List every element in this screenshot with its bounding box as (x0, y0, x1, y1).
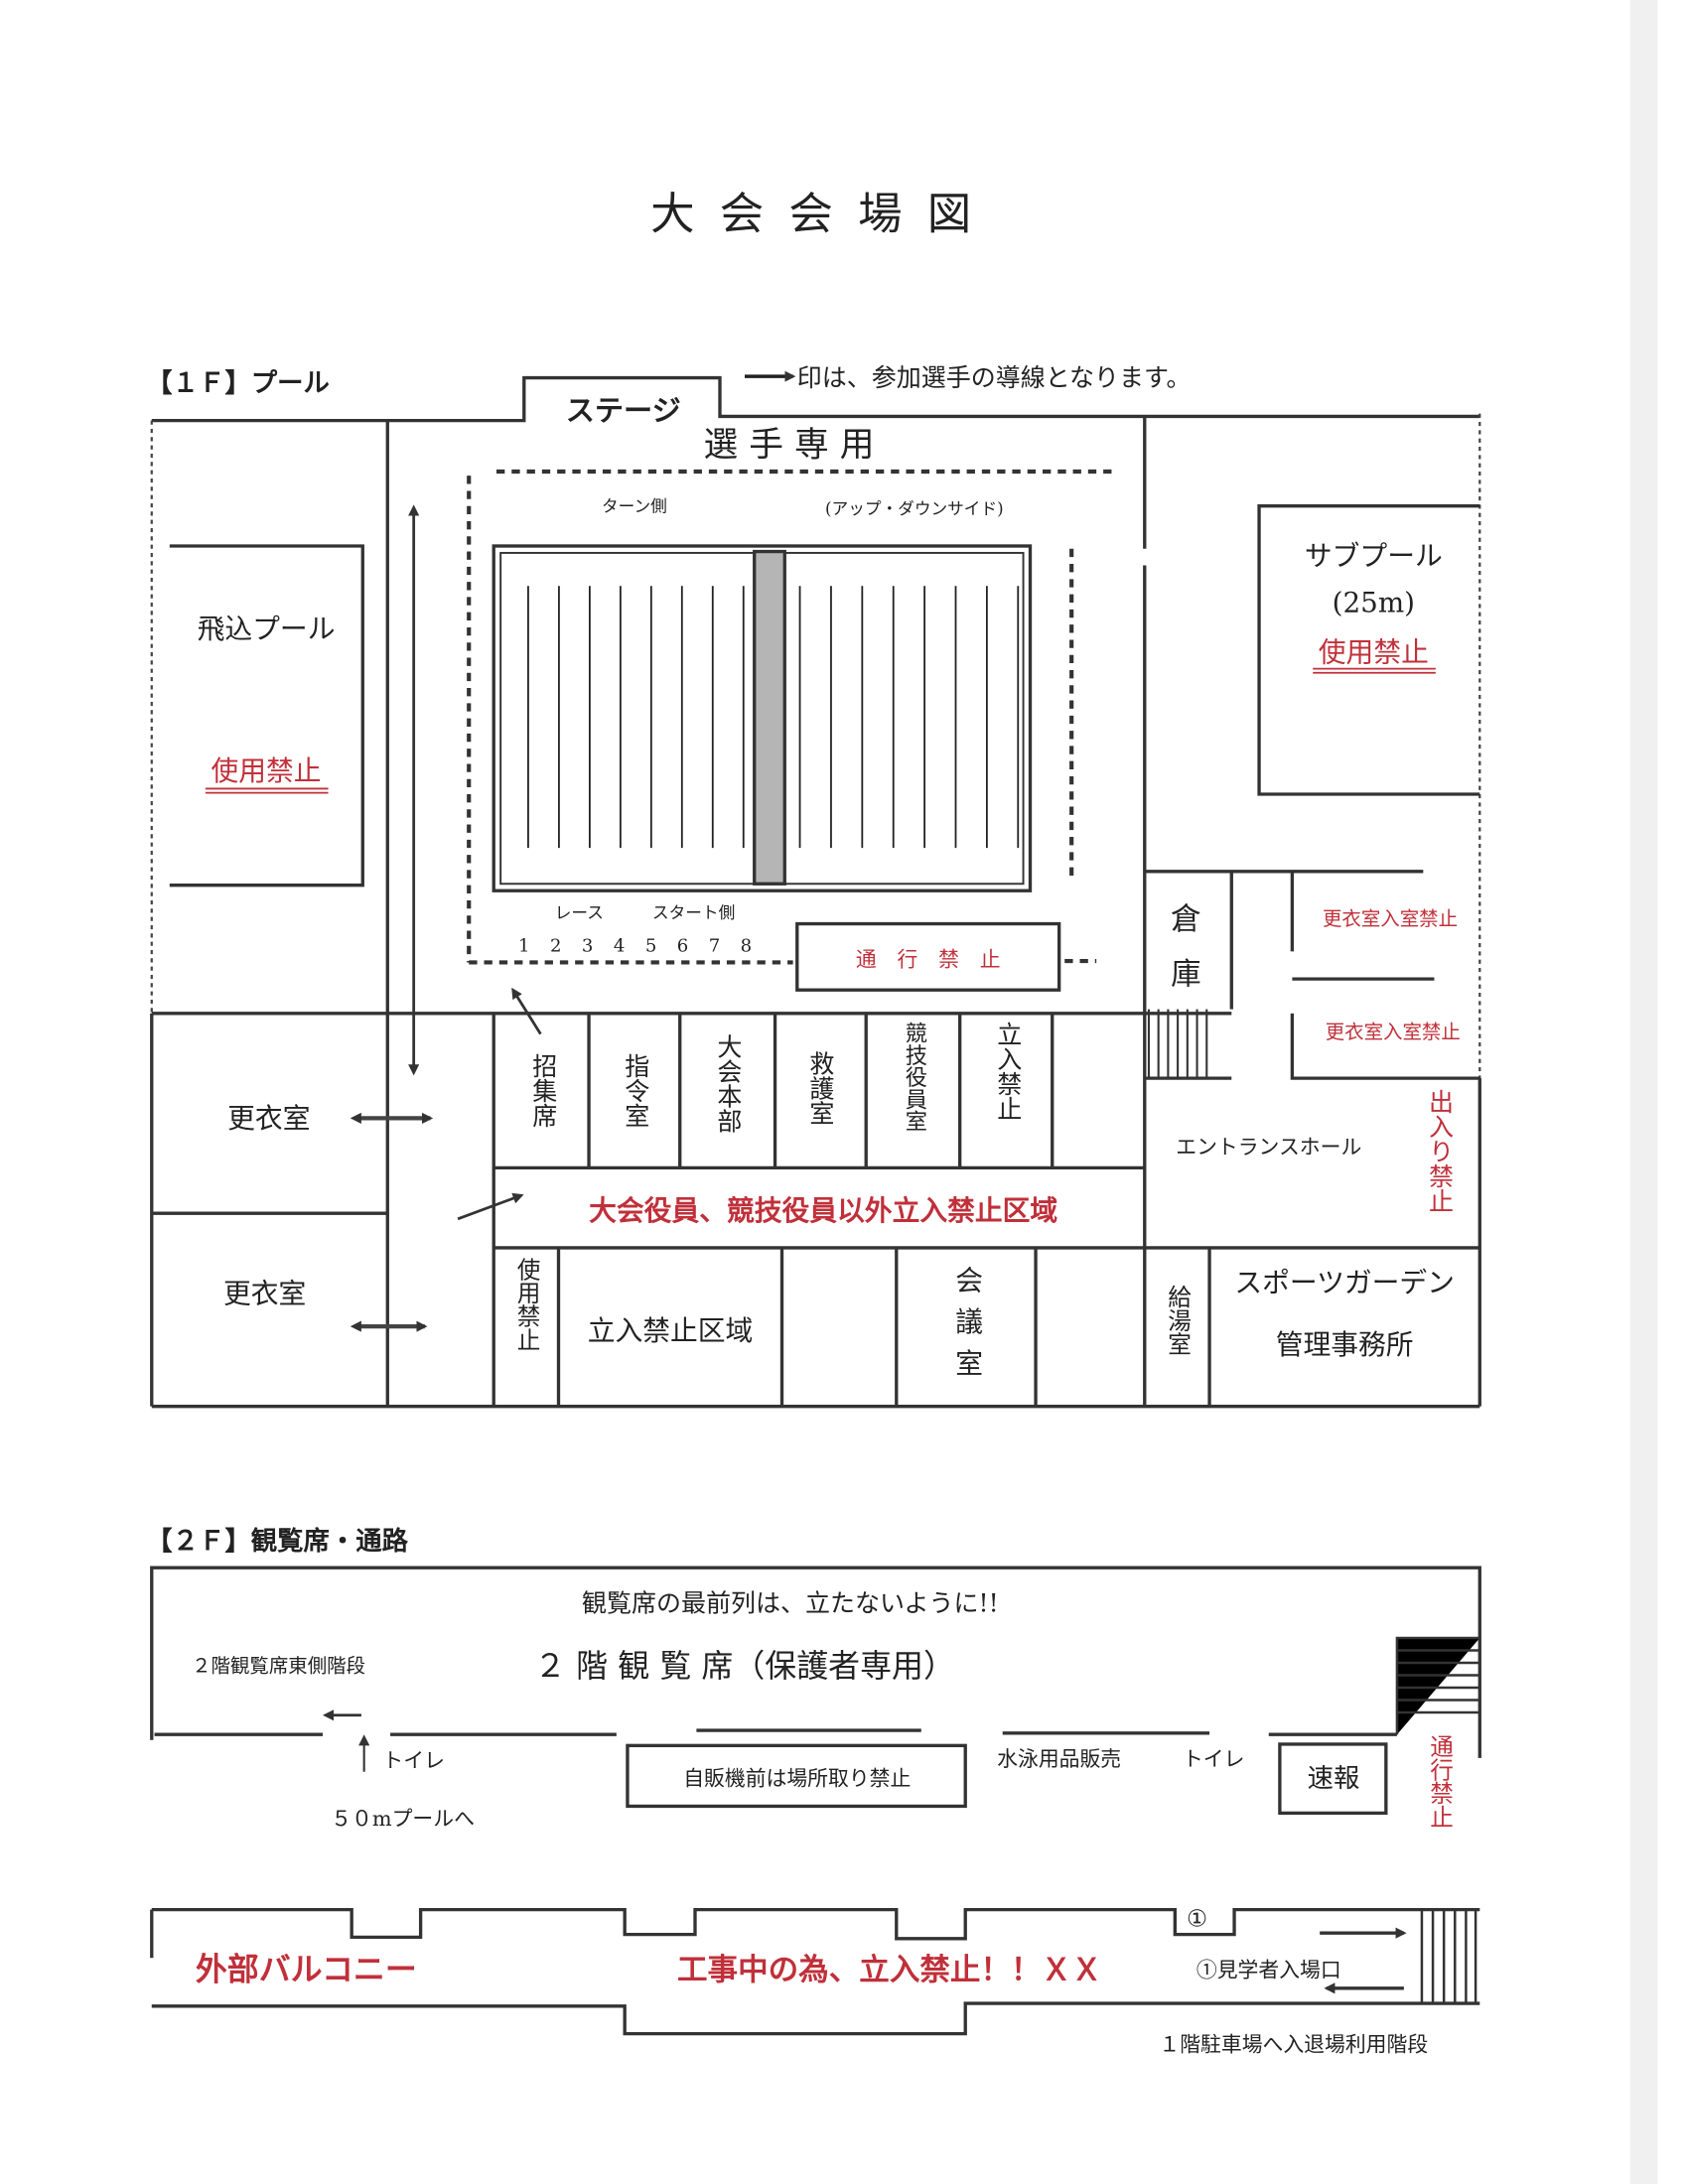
gallery-label: ２ 階 観 覧 席（保護者専用） (534, 1647, 955, 1685)
admin-office-label: 管理事務所 (1276, 1328, 1414, 1361)
locker-no-entry-label: 更衣室入室禁止 (1323, 907, 1458, 930)
entrance-no-entry: 出入り禁止 (1426, 1089, 1455, 1213)
floor1-plan: 【１Ｆ】プール 印は、参加選手の導線となります。 ステージ 飛込プール 使用禁止… (146, 363, 1481, 1409)
room-command: 指令室 (622, 1053, 650, 1128)
lane-number: 5 (645, 935, 656, 956)
locker-room-label: 更衣室 (227, 1102, 310, 1135)
storage-label: 庫 (1171, 958, 1201, 993)
floor1-label: 【１Ｆ】プール (146, 368, 330, 398)
stairs-icon (1395, 1636, 1480, 1735)
floor2-label: 【２Ｆ】観覧席・通路 (146, 1526, 408, 1557)
route-legend: 印は、参加選手の導線となります。 (797, 363, 1192, 392)
diving-pool (169, 544, 364, 887)
room-restricted-area: 立入禁止区域 (588, 1314, 754, 1347)
entrance-hall-label: エントランスホール (1176, 1136, 1361, 1160)
lane-number: 8 (741, 935, 752, 956)
sub-pool (1257, 504, 1480, 796)
lane-number: 6 (677, 935, 688, 956)
room-call-area: 招集席 (529, 1053, 558, 1128)
race-label: レース (555, 903, 604, 922)
lane-numbers: 1 2 3 4 5 6 7 8 (518, 935, 752, 956)
no-passage-label: 通 行 禁 止 (856, 948, 1001, 972)
visitor-entrance-label: ①見学者入場口 (1196, 1959, 1341, 1982)
room-unusable: 使用禁止 (513, 1257, 541, 1351)
sports-garden-label: スポーツガーデン (1234, 1266, 1455, 1298)
room-restricted: 立入禁止 (994, 1022, 1023, 1121)
floor2-plan: 【２Ｆ】観覧席・通路 観覧席の最前列は、立たないように!! ２階観覧席東側階段 … (146, 1526, 1481, 2057)
diving-pool-label: 飛込プール (198, 613, 336, 645)
vending-area (626, 1743, 967, 1809)
page-edge (1629, 0, 1658, 2184)
lane-number: 7 (709, 935, 720, 956)
pool-bulkhead (753, 549, 786, 886)
entrance-marker: ① (1187, 1904, 1207, 1932)
lane-number: 2 (550, 935, 561, 956)
lane-number: 3 (582, 935, 593, 956)
construction-notice: 工事中の為、立入禁止！！ＸＸ (677, 1953, 1102, 1987)
turn-side-label: ターン側 (602, 496, 667, 515)
lane-number: 4 (614, 935, 625, 956)
sub-pool-size: (25m) (1333, 587, 1415, 619)
sub-pool-status: 使用禁止 (1319, 636, 1429, 669)
room-kitchen: 給湯室 (1164, 1285, 1192, 1355)
balcony-inner-wall (151, 1907, 1480, 1941)
restricted-area-notice: 大会役員、競技役員以外立入禁止区域 (589, 1194, 1057, 1227)
toilet-label: トイレ (382, 1749, 444, 1773)
page-title: 大 会 会 場 図 (650, 190, 977, 240)
lane-number: 1 (518, 935, 529, 956)
room-first-aid: 救護室 (806, 1050, 835, 1125)
no-passage-box (795, 921, 1061, 992)
to-50m-pool-label: ５０mプールへ (331, 1807, 475, 1831)
gallery-rail (154, 1728, 1397, 1736)
route-arrow-icon (457, 1192, 524, 1221)
athletes-only-label: 選 手 専 用 (703, 426, 874, 466)
room-meeting: 会議室 (950, 1266, 983, 1390)
stairs-icon (1144, 1009, 1232, 1080)
east-stairs-label: ２階観覧席東側階段 (192, 1655, 365, 1678)
room-officials: 競技役員室 (902, 1022, 927, 1133)
start-side-label: スタート側 (652, 903, 735, 922)
stairs-icon (1420, 1909, 1477, 2004)
bulletin-label: 速報 (1308, 1764, 1360, 1794)
sub-pool-label: サブプール (1305, 539, 1443, 572)
parking-stairs-label: １階駐車場へ入退場利用階段 (1159, 2033, 1428, 2057)
toilet-label: トイレ (1183, 1747, 1244, 1771)
main-pool (492, 544, 1033, 892)
storage-label: 倉 (1171, 902, 1201, 937)
locker-no-entry-label: 更衣室入室禁止 (1326, 1021, 1461, 1043)
no-passage-label: 通行禁止 (1426, 1734, 1454, 1828)
room-headquarters: 大会本部 (714, 1034, 743, 1134)
stage-label: ステージ (566, 394, 681, 428)
bulletin-box (1278, 1742, 1388, 1816)
diving-pool-status: 使用禁止 (211, 754, 322, 787)
locker-room-label: 更衣室 (223, 1278, 306, 1310)
balcony-outer-wall (151, 2001, 1480, 2036)
outer-wall-top (151, 375, 1480, 423)
updown-side-label: (アップ・ダウンサイド) (825, 499, 1004, 518)
front-row-notice: 観覧席の最前列は、立たないように!! (582, 1589, 999, 1618)
vending-notice: 自販機前は場所取り禁止 (683, 1767, 911, 1791)
official-rooms: 招集席 指令室 大会本部 救護室 競技役員室 立入禁止 (529, 1022, 1023, 1134)
swim-goods-label: 水泳用品販売 (997, 1747, 1121, 1771)
balcony-label: 外部バルコニー (196, 1950, 417, 1987)
